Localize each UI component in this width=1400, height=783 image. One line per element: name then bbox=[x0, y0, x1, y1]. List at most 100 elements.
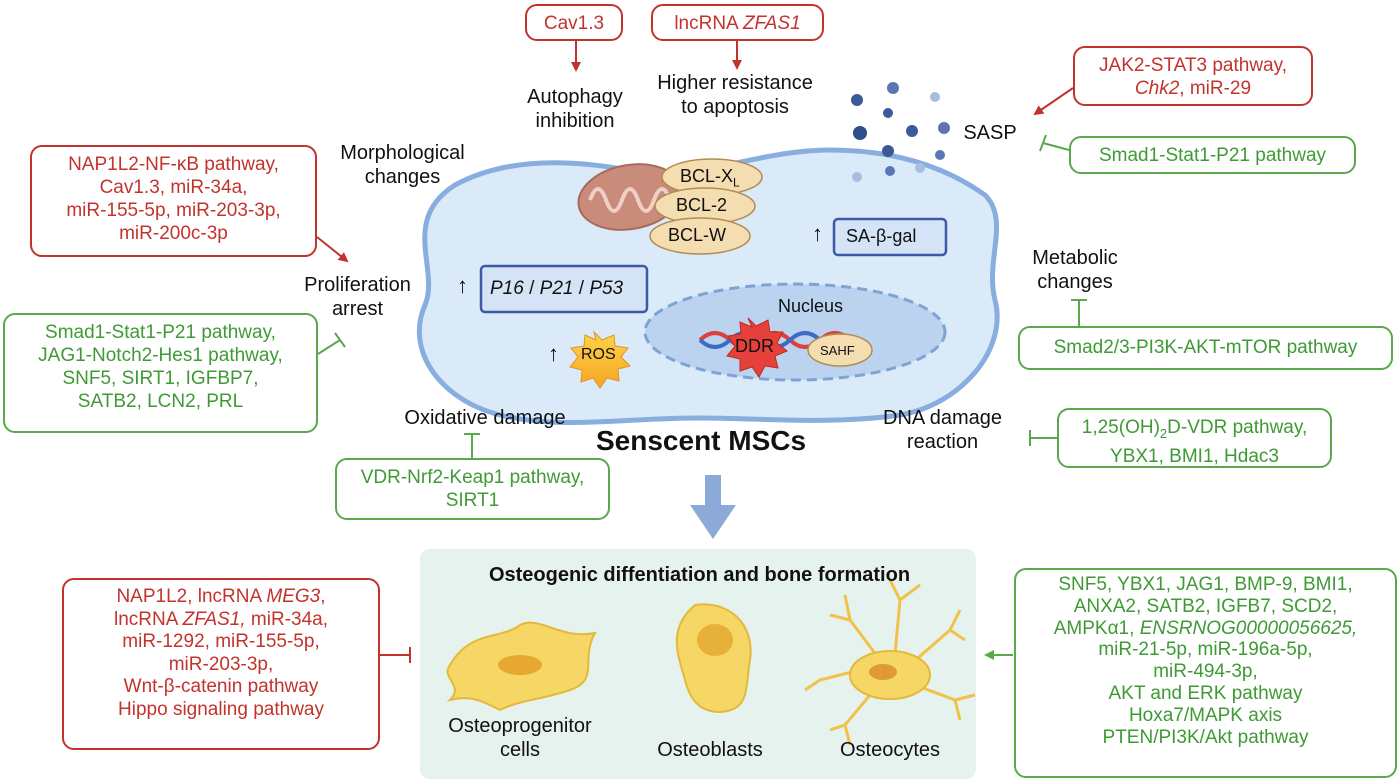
inhibit-smad-prolif bbox=[317, 339, 341, 355]
sahf-oval bbox=[807, 333, 873, 367]
p16-text: P16 bbox=[490, 278, 524, 299]
lnc-prefix: lncRNA bbox=[674, 13, 743, 34]
og-l6: AKT and ERK pathway bbox=[1108, 682, 1303, 704]
chk2-text: Chk2 bbox=[1134, 78, 1180, 99]
down-arrow-icon bbox=[690, 475, 736, 539]
or-l1a: NAP1L2, lncRNA bbox=[116, 586, 267, 607]
bcl-w-oval bbox=[649, 217, 751, 255]
lnc-zfas1-box: lncRNA ZFAS1 bbox=[651, 4, 824, 41]
smad-p-l4: SATB2, LCN2, PRL bbox=[77, 391, 244, 412]
jak2-l1: JAK2-STAT3 pathway, bbox=[1099, 55, 1287, 76]
dna-box-l2: YBX1, BMI1, Hdac3 bbox=[1110, 445, 1279, 467]
osteo-red-box: NAP1L2, lncRNA MEG3, lncRNA ZFAS1, miR-3… bbox=[62, 578, 380, 750]
oxidative-label: Oxidative damage bbox=[404, 407, 566, 429]
smad-p-l2: JAG1-Notch2-Hes1 pathway, bbox=[38, 345, 283, 366]
or-l3: miR-1292, miR-155-5p, bbox=[122, 631, 320, 652]
sasp-particles-icon bbox=[851, 82, 950, 182]
osteoprogenitor-cell-icon bbox=[446, 621, 597, 712]
or-l2i: ZFAS1, bbox=[182, 608, 246, 630]
og-l2: ANXA2, SATB2, IGFB7, SCD2, bbox=[1073, 595, 1338, 617]
og-l5: miR-494-3p, bbox=[1153, 661, 1258, 683]
op-l2: cells bbox=[499, 739, 540, 761]
op-l1: Osteoprogenitor bbox=[448, 715, 592, 737]
nap-l1: NAP1L2-NF-κB pathway, bbox=[68, 154, 279, 175]
or-l4: miR-203-3p, bbox=[168, 653, 274, 675]
bcl-x-sub: L bbox=[733, 175, 740, 190]
sa-gal-label: SA-β-gal bbox=[846, 226, 917, 246]
cav-box: Cav1.3 bbox=[525, 4, 623, 41]
ddr-burst-icon bbox=[726, 317, 788, 378]
morph-l2: changes bbox=[364, 166, 441, 188]
autophagy-l1: Autophagy bbox=[527, 86, 623, 108]
jak2-box: JAK2-STAT3 pathway, Chk2, miR-29 bbox=[1073, 46, 1313, 106]
sasp-label: SASP bbox=[963, 122, 1017, 144]
ddr-label: DDR bbox=[735, 336, 774, 356]
dna-l1: DNA damage bbox=[883, 407, 1002, 429]
og-amp: AMPKα1, bbox=[1053, 617, 1140, 639]
or-l5: Wnt-β-catenin pathway bbox=[123, 676, 319, 697]
dna-label: DNA damage reaction bbox=[870, 406, 1015, 454]
morph-label: Morphological changes bbox=[330, 141, 475, 189]
or-l1b: , bbox=[320, 586, 326, 607]
osteo-green-box: SNF5, YBX1, JAG1, BMP-9, BMI1, ANXA2, SA… bbox=[1014, 568, 1397, 778]
or-l6: Hippo signaling pathway bbox=[118, 698, 324, 720]
cav-text: Cav1.3 bbox=[543, 13, 605, 34]
dna-box-l1a: 1,25(OH) bbox=[1081, 417, 1160, 438]
smad23-text: Smad2/3-PI3K-AKT-mTOR pathway bbox=[1053, 337, 1358, 358]
vdr-l1: VDR-Nrf2-Keap1 pathway, bbox=[360, 467, 585, 488]
dna-l2: reaction bbox=[906, 431, 979, 453]
bcl-x-label: BCL-XL bbox=[680, 166, 740, 190]
p21-text: P21 bbox=[539, 278, 574, 299]
bcl-x-text: BCL-X bbox=[680, 166, 734, 186]
resistance-label: Higher resistance to apoptosis bbox=[630, 71, 840, 119]
dna-box-l1b: D-VDR pathway, bbox=[1167, 417, 1308, 438]
metabolic-label: Metabolic changes bbox=[1010, 246, 1140, 294]
metab-l2: changes bbox=[1037, 271, 1113, 293]
smad1-sasp-box: Smad1-Stat1-P21 pathway bbox=[1069, 136, 1356, 174]
ros-burst-icon bbox=[569, 330, 631, 389]
mitochondrion-icon bbox=[577, 163, 683, 231]
p-markers-box bbox=[479, 264, 649, 314]
bcl-2-label: BCL-2 bbox=[676, 195, 728, 215]
or-l2a: lncRNA bbox=[114, 608, 183, 630]
jak2-l2-rest: , miR-29 bbox=[1179, 78, 1252, 99]
p-markers-label: P16 / P21 / P53 bbox=[490, 278, 623, 300]
vdr-l2: SIRT1 bbox=[445, 490, 500, 511]
og-l1: SNF5, YBX1, JAG1, BMP-9, BMI1, bbox=[1058, 574, 1353, 595]
smad23-box: Smad2/3-PI3K-AKT-mTOR pathway bbox=[1018, 326, 1393, 370]
dna-box-sub: 2 bbox=[1159, 425, 1168, 441]
prolif-l2: arrest bbox=[331, 298, 384, 320]
sa-gal-arrow: ↑ bbox=[812, 221, 823, 246]
inhibit-bar bbox=[334, 332, 346, 348]
main-title: Senscent MSCs bbox=[596, 425, 807, 456]
nap-l3: miR-155-5p, miR-203-3p, bbox=[66, 200, 281, 221]
arrow-nap-prolif bbox=[316, 236, 349, 263]
nap1l2-box: NAP1L2-NF-κB pathway, Cav1.3, miR-34a, m… bbox=[30, 145, 317, 257]
og-ens: ENSRNOG00000056625, bbox=[1139, 617, 1358, 639]
sep-1: / bbox=[523, 278, 540, 299]
resistance-l2: to apoptosis bbox=[681, 96, 789, 118]
nucleus-label: Nucleus bbox=[778, 296, 844, 316]
og-l4: miR-21-5p, miR-196a-5p, bbox=[1098, 639, 1313, 661]
vdr-dna-box: 1,25(OH)2D-VDR pathway, YBX1, BMI1, Hdac… bbox=[1057, 408, 1332, 468]
ros-label: ROS bbox=[581, 346, 616, 363]
osteocytes-label: Osteocytes bbox=[839, 739, 941, 761]
osteoblast-cell-icon bbox=[675, 603, 752, 714]
osteoblasts-label: Osteoblasts bbox=[657, 739, 763, 761]
bcl-w-label: BCL-W bbox=[668, 225, 726, 245]
og-l7: Hoxa7/MAPK axis bbox=[1128, 704, 1283, 726]
osteoprogenitor-label: Osteoprogenitor cells bbox=[435, 714, 605, 762]
or-l2b: miR-34a, bbox=[245, 608, 328, 630]
smad-p-l1: Smad1-Stat1-P21 pathway, bbox=[45, 322, 276, 343]
ros-arrow: ↑ bbox=[548, 341, 559, 366]
or-l1i: MEG3 bbox=[266, 586, 321, 607]
p-markers-arrow: ↑ bbox=[457, 273, 468, 298]
osteocyte-cell-icon bbox=[804, 579, 976, 746]
metab-l1: Metabolic bbox=[1032, 247, 1118, 269]
smad1-prolif-box: Smad1-Stat1-P21 pathway, JAG1-Notch2-Hes… bbox=[3, 313, 318, 433]
sep-2: / bbox=[573, 278, 590, 299]
inhibit-bar bbox=[1039, 134, 1047, 152]
sa-gal-box bbox=[832, 217, 948, 257]
vdr-nrf2-box: VDR-Nrf2-Keap1 pathway, SIRT1 bbox=[335, 458, 610, 520]
og-l8: PTEN/PI3K/Akt pathway bbox=[1102, 726, 1309, 748]
